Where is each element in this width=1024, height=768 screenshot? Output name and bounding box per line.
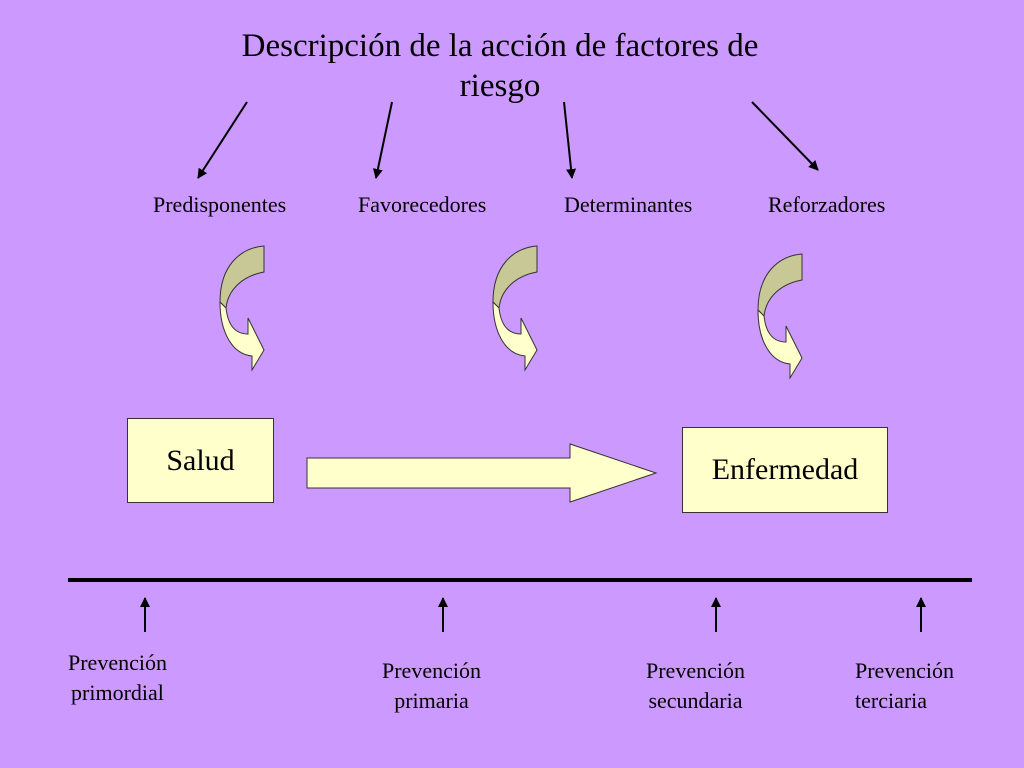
prevention-terciaria: Prevención terciaria <box>855 658 954 713</box>
enfermedad-box: Enfermedad <box>682 427 888 513</box>
salud-box: Salud <box>127 418 274 503</box>
prevention-secundaria: Prevención secundaria <box>646 658 745 713</box>
factor-favorecedores: Favorecedores <box>358 192 487 217</box>
curved-arrow-3 <box>757 253 803 380</box>
prevention-primaria: Prevención primaria <box>382 658 481 713</box>
arrow-to-determinantes <box>563 101 577 179</box>
arrow-to-predisponentes <box>197 101 248 179</box>
factor-reforzadores: Reforzadores <box>768 192 886 217</box>
health-to-disease-arrow <box>306 443 658 503</box>
curved-arrow-2 <box>492 245 538 372</box>
factor-determinantes: Determinantes <box>564 192 693 217</box>
factor-predisponentes: Predisponentes <box>153 192 287 217</box>
arrow-to-favorecedores <box>372 101 393 179</box>
arrow-to-reforzadores <box>751 101 819 171</box>
title-line-1: Descripción de la acción de factores de <box>241 28 759 64</box>
title-line-2: riesgo <box>459 68 541 104</box>
prevention-primordial: Prevención primordial <box>68 650 167 705</box>
curved-arrow-1 <box>219 245 265 372</box>
slide-title: Descripción de la acción de factores de … <box>200 26 800 106</box>
